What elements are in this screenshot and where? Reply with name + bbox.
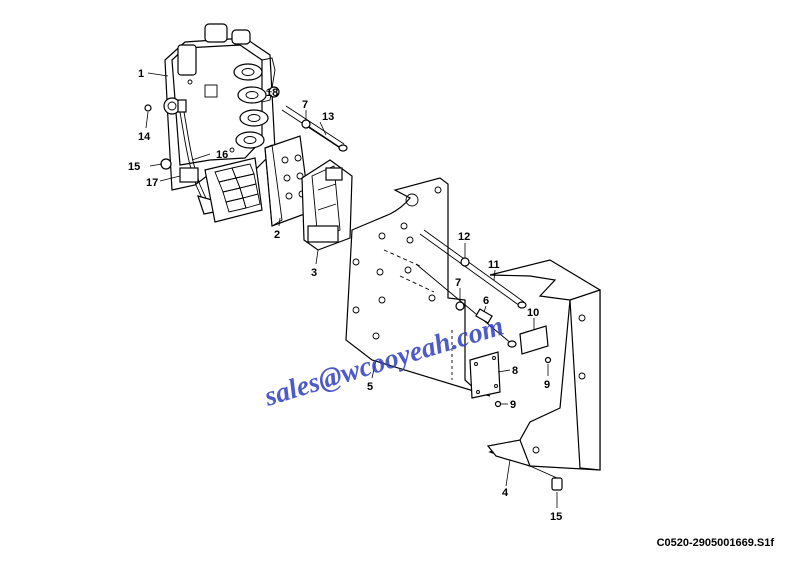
drawing-number: C0520-2905001669.S1f (656, 537, 774, 549)
callout-1: 1 (138, 68, 144, 80)
screw-9-lower (494, 400, 502, 408)
callout-5: 5 (367, 381, 373, 393)
callout-2: 2 (274, 229, 280, 241)
callout-7-lower: 7 (455, 277, 461, 289)
nut-12 (460, 257, 470, 267)
callout-11: 11 (488, 259, 500, 271)
callout-10: 10 (527, 307, 539, 319)
callout-18: 18 (266, 87, 278, 99)
callouts: 1 14 15 17 16 18 7 13 2 3 5 12 11 7 6 8 … (128, 68, 562, 523)
bolt-15-lower (529, 465, 563, 491)
support-bracket (486, 259, 601, 471)
cover-plate-8 (469, 351, 501, 399)
callout-16: 16 (216, 149, 228, 161)
valve-spools (233, 63, 269, 149)
callout-9-lower: 9 (510, 399, 516, 411)
spacer-6 (475, 308, 493, 324)
callout-14: 14 (138, 131, 151, 143)
connector-plug (163, 97, 187, 115)
washer-7-upper (301, 119, 311, 129)
screw-14 (144, 104, 152, 112)
callout-15-lower: 15 (550, 511, 562, 523)
callout-7-upper: 7 (302, 99, 308, 111)
callout-13: 13 (322, 111, 334, 123)
callout-6: 6 (483, 295, 489, 307)
callout-3: 3 (311, 267, 317, 279)
callout-17: 17 (146, 177, 158, 189)
leader-lines (145, 72, 558, 508)
callout-4: 4 (502, 487, 509, 499)
manifold-block (301, 159, 353, 251)
solenoid-stack (204, 157, 263, 223)
callout-8: 8 (512, 365, 518, 377)
bolt-15-upper (160, 158, 172, 170)
callout-12: 12 (458, 231, 470, 243)
washer-7-lower (455, 301, 465, 311)
label-plate-10 (519, 325, 549, 355)
callout-15-upper: 15 (128, 161, 140, 173)
callout-9-right: 9 (544, 379, 550, 391)
nut-18 (268, 86, 280, 98)
wiring-harness (179, 111, 215, 215)
screw-9-right (544, 356, 552, 364)
